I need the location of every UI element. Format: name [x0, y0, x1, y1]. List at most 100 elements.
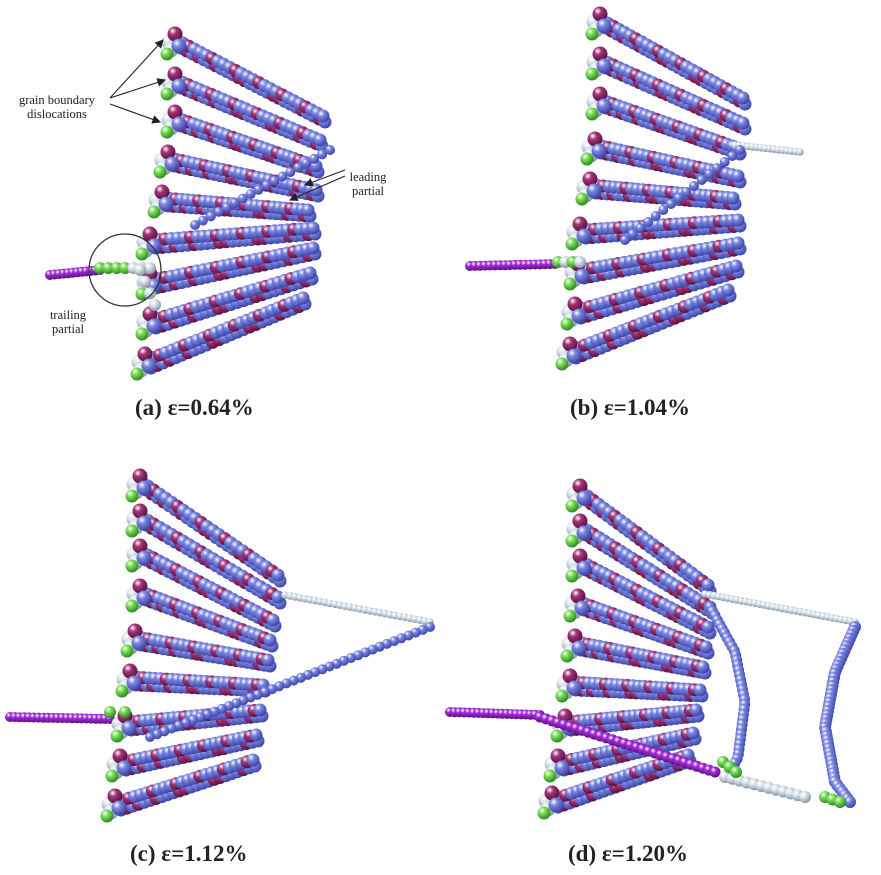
leading-partial-atom [796, 148, 804, 156]
gb-dislocation-atom [314, 134, 327, 147]
gb-head-atom [577, 229, 592, 244]
gb-head-atom [564, 610, 577, 623]
trailing-partial-atom [134, 264, 146, 276]
gb-head-atom [564, 278, 577, 291]
gb-dislocation-atom [702, 579, 715, 592]
panel-d-caption: (d) ε=1.20% [568, 841, 688, 867]
gb-dislocation-atom [732, 237, 745, 250]
leading-label-line2: partial [352, 184, 384, 198]
gb-head-atom [544, 770, 557, 783]
gb-dislocation-atom [247, 754, 260, 767]
gb-dislocation-atom [737, 117, 750, 130]
gb-head-atom [165, 157, 180, 172]
purple-partial-atom [710, 767, 721, 778]
gb-head-atom [567, 681, 582, 696]
gb-dislocation-atom [694, 684, 707, 697]
trailing-partial-atom [139, 276, 151, 288]
gb-head-atom [137, 481, 152, 496]
gb-head-atom [586, 108, 599, 121]
gb-head-atom [131, 368, 144, 381]
panel-b-atoms [440, 0, 881, 385]
gb-head-atom [597, 59, 612, 74]
gb-head-atom [561, 650, 574, 663]
gb-label-line1: grain boundary [19, 93, 95, 107]
trailing-label-line2: partial [52, 322, 84, 336]
gb-head-atom [101, 810, 114, 823]
trailing-partial-atom [834, 796, 846, 808]
gb-head-atom [566, 500, 579, 513]
gb-head-atom [142, 359, 157, 374]
gb-head-atom [126, 525, 139, 538]
gb-head-atom [592, 144, 607, 159]
gb-dislocation-atom [722, 284, 735, 297]
gb-head-atom [126, 560, 139, 573]
gb-head-atom [137, 591, 152, 606]
panel-c-caption: (c) ε=1.12% [130, 841, 247, 867]
gb-head-atom [126, 600, 139, 613]
gb-dislocation-atom [737, 92, 750, 105]
gb-dislocation-atom [297, 292, 310, 305]
panel-d-atoms [440, 437, 881, 832]
gb-dislocation-atom [690, 704, 703, 717]
gb-head-atom [159, 197, 174, 212]
gb-head-atom [577, 526, 592, 541]
gb-head-atom [137, 551, 152, 566]
leading-partial-atom [325, 145, 335, 155]
gb-head-atom [121, 645, 134, 658]
leading-partial-atom [735, 145, 745, 155]
gb-dislocation-atom [732, 214, 745, 227]
gb-head-atom [566, 238, 579, 251]
gb-head-atom [172, 39, 187, 54]
gb-head-atom [106, 770, 119, 783]
gb-head-atom [586, 68, 599, 81]
gb-head-atom [132, 636, 147, 651]
gb-head-atom [566, 535, 579, 548]
gb-head-atom [116, 685, 129, 698]
gb-head-atom [572, 641, 587, 656]
gb-label-line2: dislocations [27, 107, 87, 121]
gb-head-atom [137, 516, 152, 531]
gb-arrow-3 [110, 104, 160, 122]
gb-head-atom [161, 88, 174, 101]
panel-b-caption: (b) ε=1.04% [570, 395, 690, 421]
gb-head-atom [136, 328, 149, 341]
gb-head-atom [566, 570, 579, 583]
gb-dislocation-atom [310, 184, 323, 197]
trailing-partial-atom [730, 766, 742, 778]
gb-dislocation-atom [700, 641, 713, 654]
gb-head-atom [575, 269, 590, 284]
trailing-partial-atom [144, 262, 156, 274]
gb-dislocation-atom [727, 192, 740, 205]
gb-head-atom [577, 561, 592, 576]
gb-dislocation-atom [272, 569, 285, 582]
gb-head-atom [581, 153, 594, 166]
gb-dislocation-atom [307, 222, 320, 235]
gb-head-atom [161, 126, 174, 139]
trailing-label-line1: trailing [50, 308, 86, 322]
gb-head-atom [551, 730, 564, 743]
trailing-partial-label: trailing partial [38, 308, 98, 336]
gb-dislocation-atom [307, 242, 320, 255]
gb-dislocation-atom [302, 204, 315, 217]
leading-partial-label: leading partial [343, 170, 393, 198]
gb-head-atom [127, 676, 142, 691]
gb-head-atom [126, 490, 139, 503]
panel-b: (b) ε=1.04% [440, 0, 881, 437]
gb-head-atom [112, 801, 127, 816]
gb-head-atom [586, 28, 599, 41]
leading-partial-atom [145, 732, 155, 742]
panel-c-atoms [0, 437, 440, 832]
gb-head-atom [567, 349, 582, 364]
gb-head-atom [597, 19, 612, 34]
panel-c: (c) ε=1.12% [0, 437, 440, 875]
gb-head-atom [538, 807, 551, 820]
leading-label-line1: leading [350, 170, 387, 184]
panel-a: grain boundary dislocations leading part… [0, 0, 440, 437]
gb-head-atom [572, 309, 587, 324]
trailing-partial-atom [574, 256, 586, 268]
gb-dislocations-label: grain boundary dislocations [8, 93, 106, 121]
gb-dislocation-atom [687, 727, 700, 740]
gb-dislocation-atom [267, 614, 280, 627]
trailing-partial-atom [144, 287, 156, 299]
gb-head-atom [122, 721, 137, 736]
